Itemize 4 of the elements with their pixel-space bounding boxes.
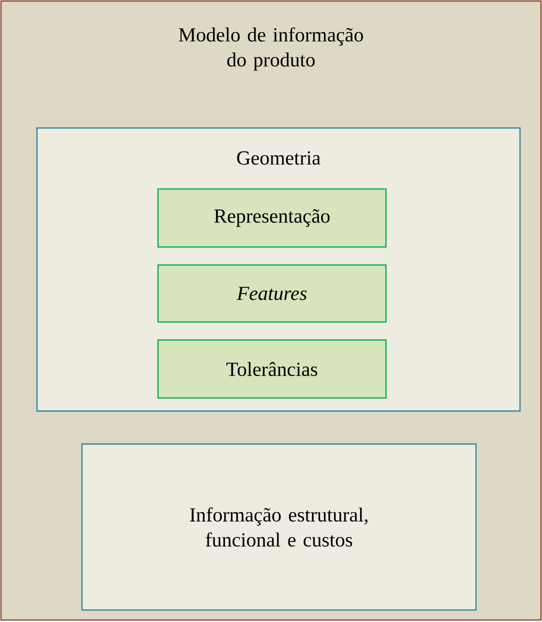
info-box: Informação estrutural, funcional e custos	[81, 443, 477, 611]
item-box: Tolerâncias	[157, 339, 387, 399]
item-box: Representação	[157, 188, 387, 248]
item-box: Features	[157, 264, 387, 323]
